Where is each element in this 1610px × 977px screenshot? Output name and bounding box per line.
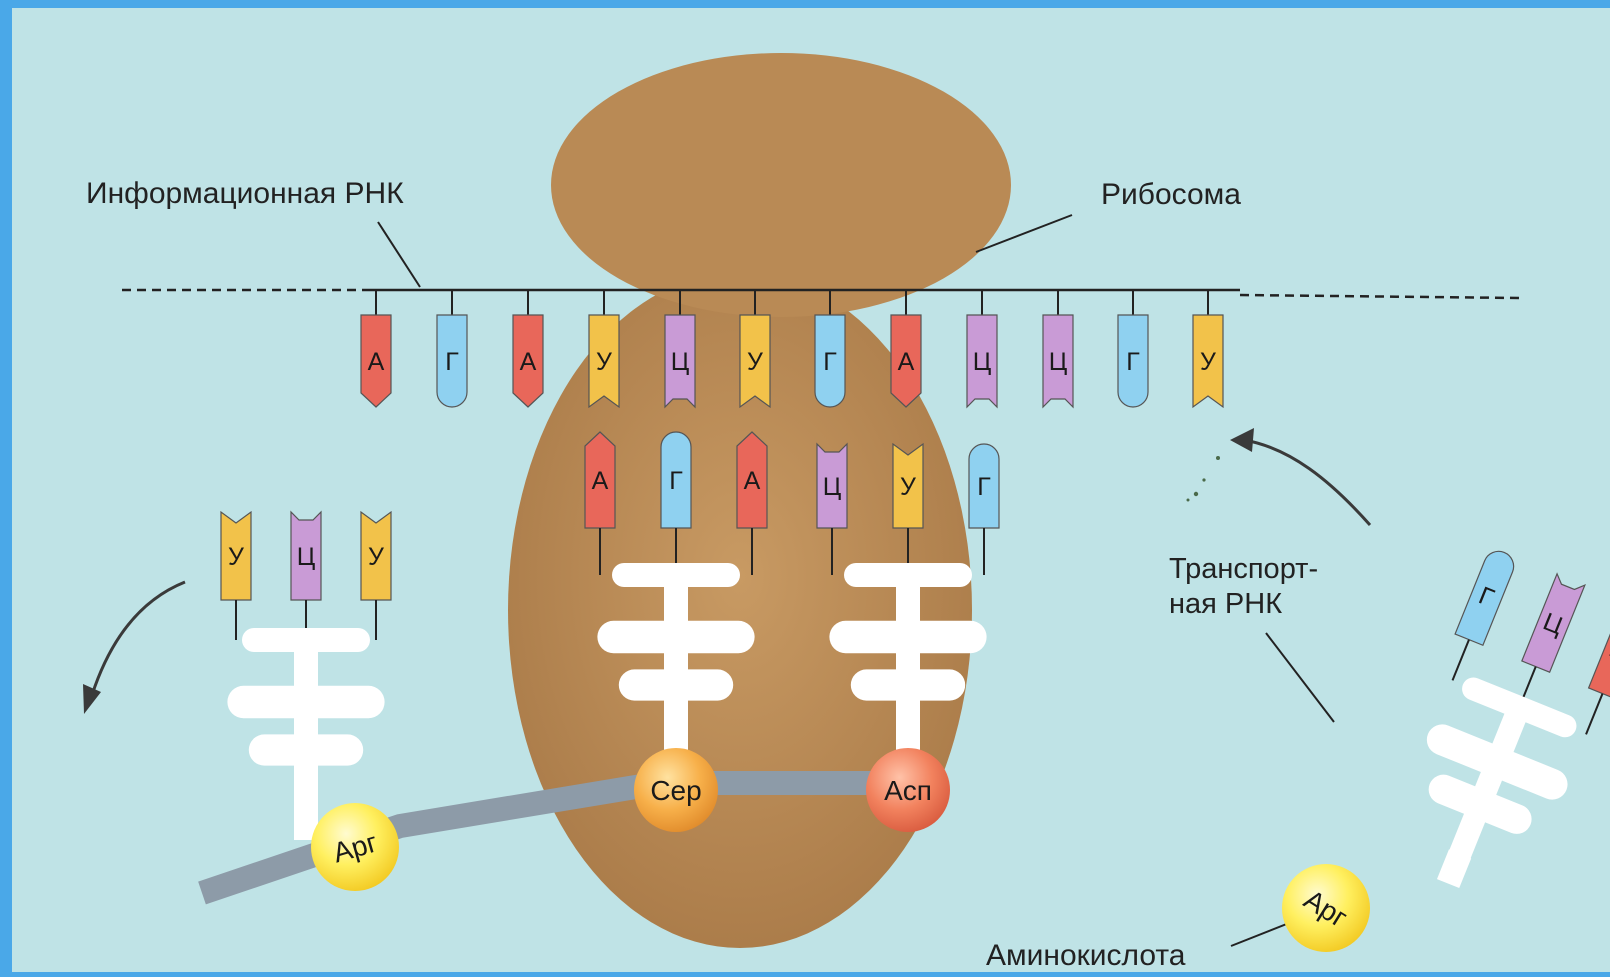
trna-site2-anticodon: У: [893, 444, 923, 528]
mrna-codon-base-letter: Г: [1126, 348, 1140, 376]
mrna-codon-base: Ц: [1043, 315, 1073, 407]
mrna-codon-base: Г: [1118, 315, 1148, 407]
ribosome-small-subunit: [551, 53, 1011, 317]
trna-site2-anticodon-letter: Г: [977, 473, 991, 501]
trna-site1-anticodon: А: [737, 432, 767, 528]
mrna-codon-base: А: [361, 315, 391, 407]
mrna-codon-base: Ц: [967, 315, 997, 407]
amino-acid-arg-incoming: Арг: [1282, 864, 1370, 952]
mrna-label: Информационная РНК: [86, 177, 404, 210]
trna-site1-anticodon-letter: Г: [669, 467, 683, 495]
mrna-codon-base: А: [891, 315, 921, 407]
mrna-codon-base-letter: У: [1200, 348, 1216, 376]
mrna-codon-base-letter: У: [596, 348, 612, 376]
ribosome-label: Рибосома: [1101, 178, 1241, 211]
amino-acid-asp-label: Асп: [884, 775, 932, 806]
trna-site1-anticodon-letter: А: [744, 467, 761, 495]
trna-label-line2: ная РНК: [1169, 588, 1282, 620]
mrna-codon-base: У: [589, 315, 619, 407]
trna-site1-anticodon-letter: А: [592, 467, 609, 495]
trna-site1-anticodon: А: [585, 432, 615, 528]
trna-leaving-anticodon-letter: У: [368, 543, 384, 571]
amino-acid-asp: Асп: [866, 748, 950, 832]
mrna-codon-base-letter: Г: [823, 348, 837, 376]
mrna-codon-base: Г: [815, 315, 845, 407]
trna-site2-anticodon: Ц: [817, 444, 847, 528]
trna-site2-anticodon-letter: Ц: [823, 473, 842, 501]
trna-site2-anticodon-letter: У: [900, 473, 916, 501]
mrna-codon-base-letter: Ц: [671, 348, 690, 376]
trna-leaving-anticodon: У: [361, 512, 391, 600]
amino-acid-arg-chain: Арг: [311, 803, 399, 891]
mrna-codon-base-letter: А: [520, 348, 537, 376]
trna-label-line1: Транспорт-: [1169, 553, 1318, 585]
amino-acid-ser: Сер: [634, 748, 718, 832]
trna-leaving-anticodon-letter: Ц: [297, 543, 316, 571]
mrna-codon-base: Ц: [665, 315, 695, 407]
trna-leaving-anticodon-letter: У: [228, 543, 244, 571]
mrna-codon-base-letter: Ц: [1049, 348, 1068, 376]
trna-site1-anticodon: Г: [661, 432, 691, 528]
amino-acid-label: Аминокислота: [986, 939, 1186, 972]
mrna-codon-base: У: [1193, 315, 1223, 407]
mrna-codon-base-letter: Ц: [973, 348, 992, 376]
trna-leaving-anticodon: У: [221, 512, 251, 600]
mrna-codon-base-letter: Г: [445, 348, 459, 376]
mrna-codon-base: А: [513, 315, 543, 407]
mrna-codon-base-letter: А: [898, 348, 915, 376]
mrna-codon-base-letter: У: [747, 348, 763, 376]
trna-leaving-anticodon: Ц: [291, 512, 321, 600]
trna-site2-anticodon: Г: [969, 444, 999, 528]
amino-acid-ser-label: Сер: [650, 775, 701, 806]
mrna-codon-base-letter: А: [368, 348, 385, 376]
mrna-codon-base: У: [740, 315, 770, 407]
mrna-codon-base: Г: [437, 315, 467, 407]
